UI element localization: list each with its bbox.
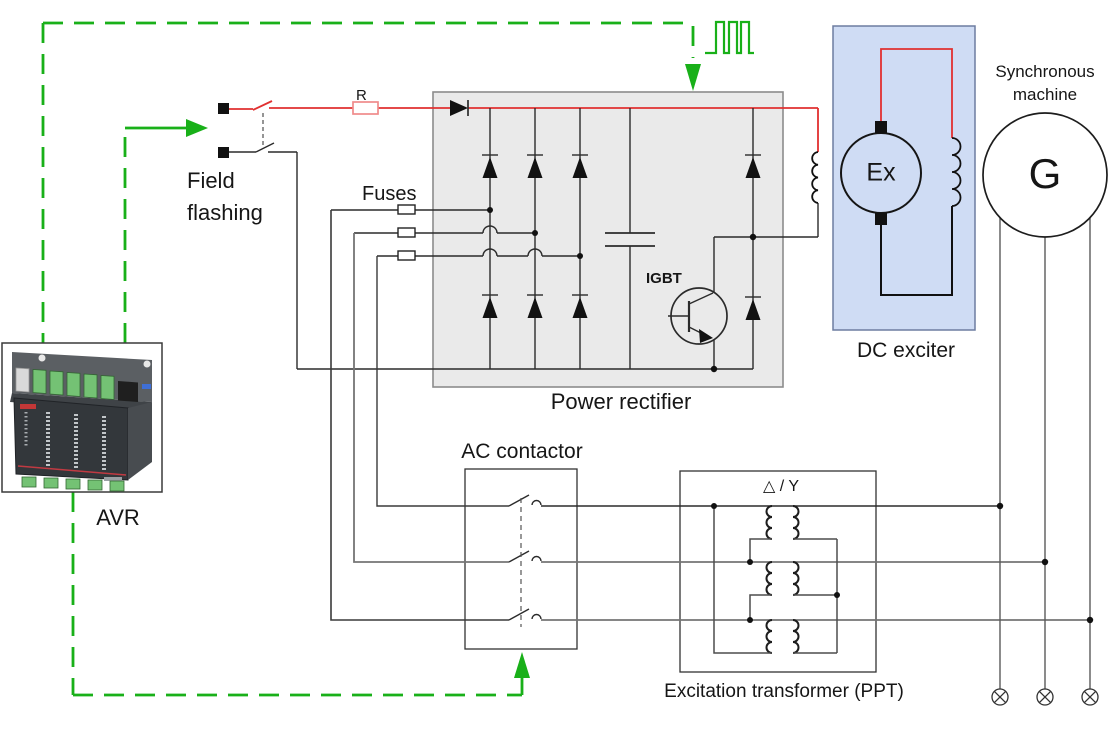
exciter-field-coil xyxy=(811,151,819,204)
generator-symbol-label: G xyxy=(1028,150,1062,197)
fuses-group xyxy=(331,204,580,261)
excitation-transformer-label: Excitation transformer (PPT) xyxy=(664,681,904,702)
fuse-icon xyxy=(397,250,416,261)
igbt-transistor-icon xyxy=(668,237,728,369)
arrow-up-icon xyxy=(514,652,530,678)
fuses-label: Fuses xyxy=(362,183,417,205)
field-flashing-switch xyxy=(218,103,298,369)
power-rectifier-box xyxy=(432,91,784,388)
resistor-label: R xyxy=(356,87,367,104)
arrow-right-icon xyxy=(186,119,208,137)
resistor-r xyxy=(352,101,379,115)
ac-contactor-contacts xyxy=(508,494,542,627)
fuse-icon xyxy=(397,227,416,238)
avr-control-wiring xyxy=(41,21,695,697)
ac-contactor-box xyxy=(464,468,578,650)
exciter-symbol-label: Ex xyxy=(866,158,896,187)
three-phase-lines xyxy=(541,505,1090,621)
transformer-windings xyxy=(713,505,838,654)
diode-icon xyxy=(482,154,761,320)
synchronous-machine-label: Synchronous machine xyxy=(995,62,1095,104)
capacitor-icon xyxy=(605,108,655,369)
field-flashing-label: Field flashing xyxy=(187,168,263,225)
pwm-pulse-icon xyxy=(705,20,754,55)
power-rectifier-internals xyxy=(297,100,819,370)
field-circuit-red xyxy=(229,48,953,152)
dc-exciter-machine xyxy=(840,121,962,296)
winding-config-label: △ / Y xyxy=(762,478,800,495)
igbt-label: IGBT xyxy=(646,270,682,287)
junction-dots xyxy=(487,207,1094,624)
ac-contactor-label: AC contactor xyxy=(461,440,583,463)
exciter-armature-coil xyxy=(951,137,962,207)
dc-exciter-label: DC exciter xyxy=(856,339,956,362)
avr-device-image xyxy=(1,342,163,493)
fuse-icon xyxy=(397,204,416,215)
avr-label: AVR xyxy=(96,505,140,530)
ac-phase-wires xyxy=(330,210,509,621)
excitation-transformer-box xyxy=(679,470,877,673)
terminal-ct-icon xyxy=(991,688,1099,706)
power-rectifier-label: Power rectifier xyxy=(550,389,692,414)
synchronous-machine xyxy=(982,112,1108,706)
arrow-down-icon xyxy=(685,64,701,91)
